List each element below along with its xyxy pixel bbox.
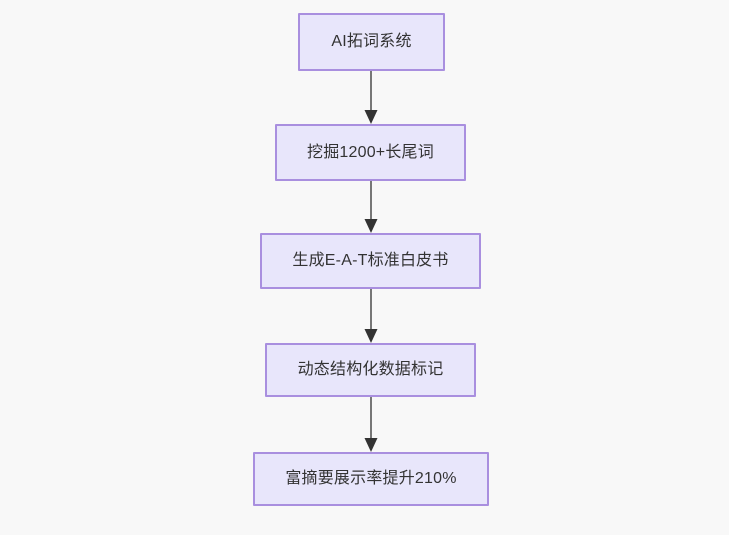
node-label: 挖掘1200+长尾词 (307, 143, 434, 161)
edge-n3-n4 (364, 289, 378, 343)
flowchart-node-rich-snippet-impression-lift[interactable]: 富摘要展示率提升210% (253, 452, 489, 506)
node-label: 富摘要展示率提升210% (285, 470, 457, 488)
node-label: 动态结构化数据标记 (297, 361, 444, 379)
flowchart-node-dynamic-structured-data-markup[interactable]: 动态结构化数据标记 (265, 343, 476, 397)
node-label: 生成E-A-T标准白皮书 (292, 252, 449, 270)
node-label: AI拓词系统 (331, 33, 412, 51)
flowchart-node-generate-eat-whitepaper[interactable]: 生成E-A-T标准白皮书 (260, 233, 481, 289)
flowchart-node-ai-keyword-system[interactable]: AI拓词系统 (298, 13, 445, 71)
flowchart-node-mine-longtail-keywords[interactable]: 挖掘1200+长尾词 (275, 124, 466, 181)
edge-n1-n2 (364, 71, 378, 124)
edge-n2-n3 (364, 181, 378, 233)
edge-n4-n5 (364, 397, 378, 452)
